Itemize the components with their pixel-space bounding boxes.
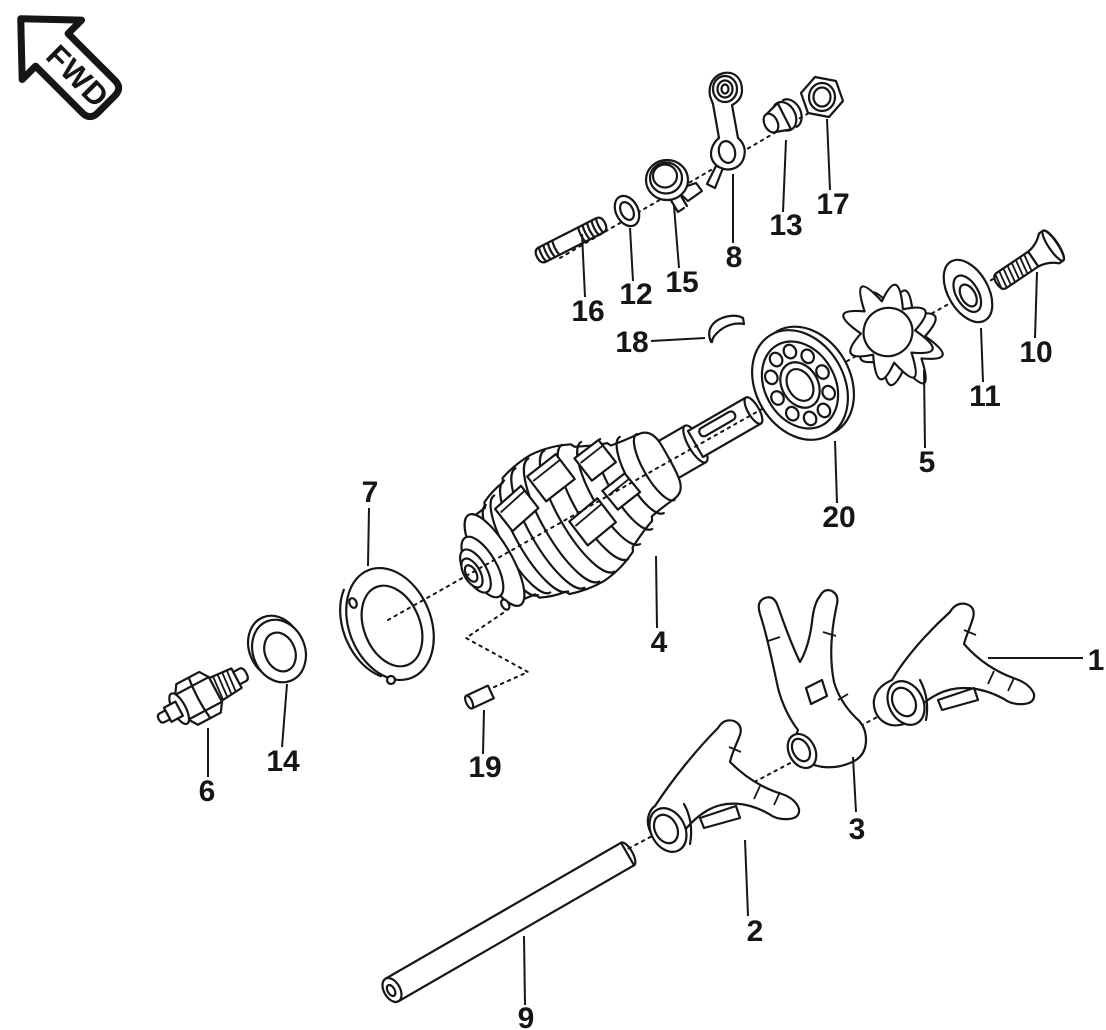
leader-12: [629, 227, 634, 282]
leader-15: [673, 205, 680, 269]
part-17-hex-nut: [799, 75, 845, 119]
bearing-bore: [785, 368, 815, 402]
part-4-shift-drum: [459, 396, 764, 611]
part-label-1: 1: [1088, 644, 1105, 677]
star-center-hole: [855, 299, 922, 365]
part-label-17: 17: [816, 188, 849, 221]
leader-16: [581, 233, 586, 298]
part-label-14: 14: [266, 745, 300, 778]
leader-11: [980, 327, 984, 383]
part-1-shift-fork: [872, 602, 1036, 727]
part-11-washer: [942, 258, 994, 324]
leader-10: [1034, 271, 1038, 339]
leader-lines: [207, 118, 1083, 1006]
part-8-shift-arm: [705, 71, 746, 190]
leader-14: [281, 683, 288, 748]
leader-7: [367, 507, 370, 567]
fwd-arrow-icon: FWD: [17, 15, 123, 121]
drum-groove-slots: [493, 438, 642, 547]
part-label-5: 5: [919, 446, 936, 479]
part-10-flat-screw: [993, 229, 1066, 291]
leader-18: [650, 337, 706, 342]
leader-9: [523, 935, 526, 1006]
part-7-stopper-plate: [339, 566, 435, 686]
part-18-segment-key: [708, 314, 746, 344]
part-16-stud-bolt: [534, 216, 608, 264]
part-label-13: 13: [769, 209, 802, 242]
leader-4: [655, 555, 658, 629]
part-9-fork-shaft: [381, 841, 637, 1004]
part-label-18: 18: [615, 326, 648, 359]
plate-small-hole: [348, 597, 358, 609]
part-label-10: 10: [1019, 336, 1052, 369]
part-label-12: 12: [619, 278, 652, 311]
part-label-3: 3: [849, 813, 866, 846]
shaft-end-hole: [385, 983, 397, 998]
part-12-washer: [613, 194, 641, 228]
part-3-shift-fork: [757, 589, 868, 770]
pin-path-zigzag-dotted: [464, 612, 531, 689]
part-label-8: 8: [726, 241, 743, 274]
part-14-washer: [246, 614, 308, 684]
leader-3: [852, 756, 857, 813]
part-label-4: 4: [651, 626, 668, 659]
part-label-9: 9: [518, 1002, 535, 1030]
fwd-arrow-shape: [17, 15, 123, 121]
leader-17: [826, 118, 831, 191]
part-label-20: 20: [822, 501, 855, 534]
part-label-7: 7: [362, 476, 379, 509]
part-number-labels: 1 2 3 4 5 6 7 8 9 10 11 12 13 14 15 16 1…: [199, 188, 1105, 1030]
leader-19: [482, 709, 485, 755]
part-label-6: 6: [199, 775, 216, 808]
part-5-cam-star: [825, 262, 962, 407]
part-label-19: 19: [468, 751, 501, 784]
leader-20: [834, 440, 838, 504]
drum-pin-hole: [500, 598, 511, 611]
part-label-11: 11: [969, 380, 1001, 413]
part-19-dowel-pin: [464, 684, 495, 710]
part-6-switch-bolt: [156, 667, 249, 726]
part-label-2: 2: [747, 915, 764, 948]
bearing-balls: [763, 343, 837, 427]
plate-notch: [385, 674, 397, 686]
part-20-ball-bearing: [751, 325, 856, 441]
part-label-15: 15: [665, 266, 698, 299]
leader-2: [744, 839, 749, 917]
leader-13: [782, 139, 787, 213]
part-15-torsion-spring: [644, 158, 704, 214]
leader-5: [923, 369, 926, 449]
screw-threads: [994, 254, 1033, 291]
part-label-16: 16: [571, 295, 604, 328]
part-2-shift-fork: [646, 719, 801, 853]
part-13-collar: [762, 98, 803, 134]
